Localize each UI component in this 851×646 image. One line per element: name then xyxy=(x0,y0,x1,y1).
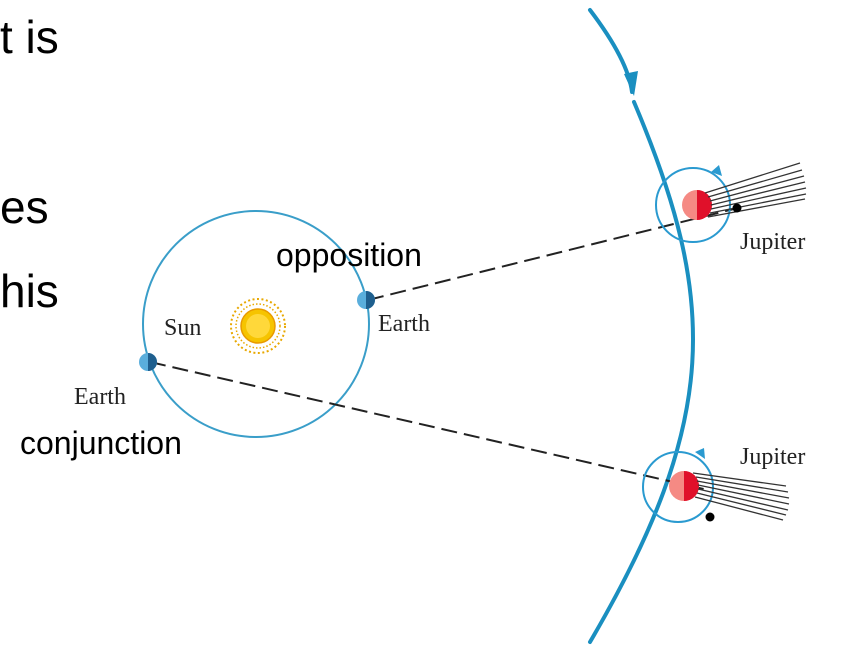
jupiter-bottom-label: Jupiter xyxy=(740,444,805,470)
jupiter-bottom-icon xyxy=(642,448,790,523)
earth-conjunction-label: Earth xyxy=(74,384,126,410)
sight-line-opposition xyxy=(367,207,739,301)
earth-opposition-label: Earth xyxy=(378,311,430,337)
conjunction-label: conjunction xyxy=(20,425,182,461)
slide-text-line-3: his xyxy=(0,265,59,317)
earth-opposition-icon xyxy=(357,291,375,309)
sun-label: Sun xyxy=(164,315,201,341)
earth-conjunction-icon xyxy=(139,353,157,371)
opposition-label: opposition xyxy=(276,237,422,273)
sun-icon xyxy=(230,298,286,354)
jupiter-orbit xyxy=(588,8,695,644)
sight-line-conjunction xyxy=(149,361,709,491)
jupiter-orbit-arrow xyxy=(624,71,638,96)
jupiter-top-label: Jupiter xyxy=(740,229,805,255)
slide-text-line-2: es xyxy=(0,181,49,233)
earth-orbit xyxy=(142,210,370,438)
slide-text-line-1: t is xyxy=(0,11,59,63)
jupiter-top-icon xyxy=(655,162,807,243)
